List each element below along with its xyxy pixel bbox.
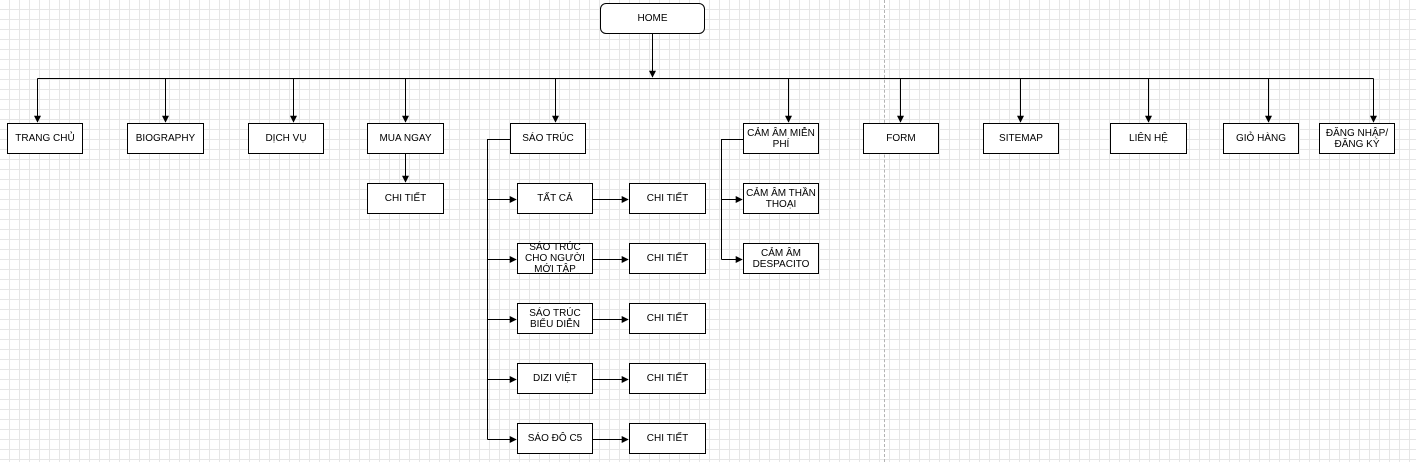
node-cam-am-mien-phi: CẢM ÂM MIỄN PHÍ	[743, 123, 819, 154]
node-chi-tiet: CHI TIẾT	[629, 363, 706, 394]
node-cam-am-despacito: CẢM ÂM DESPACITO	[743, 243, 819, 274]
node-chi-tiet: CHI TIẾT	[629, 243, 706, 274]
page-break-divider	[884, 0, 885, 462]
node-mua-ngay: MUA NGAY	[367, 123, 444, 154]
node-sao-truc-nguoi-moi-tap: SÁO TRÚC CHO NGƯỜI MỚI TẬP	[517, 242, 593, 275]
node-trang-chu: TRANG CHỦ	[7, 123, 83, 154]
node-sao-truc: SÁO TRÚC	[510, 123, 586, 154]
node-sitemap: SITEMAP	[983, 123, 1059, 154]
node-cam-am-than-thoai: CẢM ÂM THẦN THOẠI	[743, 183, 819, 214]
node-form: FORM	[863, 123, 939, 154]
node-dizi-viet: DIZI VIỆT	[517, 363, 593, 394]
node-tat-ca: TẤT CẢ	[517, 183, 593, 214]
node-chi-tiet: CHI TIẾT	[629, 303, 706, 334]
node-sao-truc-bieu-dien: SÁO TRÚC BIỂU DIỄN	[517, 303, 593, 334]
node-home: HOME	[600, 3, 705, 34]
node-biography: BIOGRAPHY	[127, 123, 204, 154]
node-chi-tiet: CHI TIẾT	[629, 423, 706, 454]
node-chi-tiet: CHI TIẾT	[629, 183, 706, 214]
node-lien-he: LIÊN HỆ	[1110, 123, 1187, 154]
node-dich-vu: DỊCH VỤ	[248, 123, 324, 154]
node-mua-ngay-chi-tiet: CHI TIẾT	[367, 183, 444, 214]
sao-truc-trunk	[487, 139, 510, 440]
node-dang-nhap-dang-ky: ĐĂNG NHẬP/ ĐĂNG KÝ	[1319, 123, 1395, 154]
node-gio-hang: GIỎ HÀNG	[1223, 123, 1299, 154]
cam-am-trunk	[721, 139, 743, 260]
node-sao-do-c5: SÁO ĐÔ C5	[517, 423, 593, 454]
